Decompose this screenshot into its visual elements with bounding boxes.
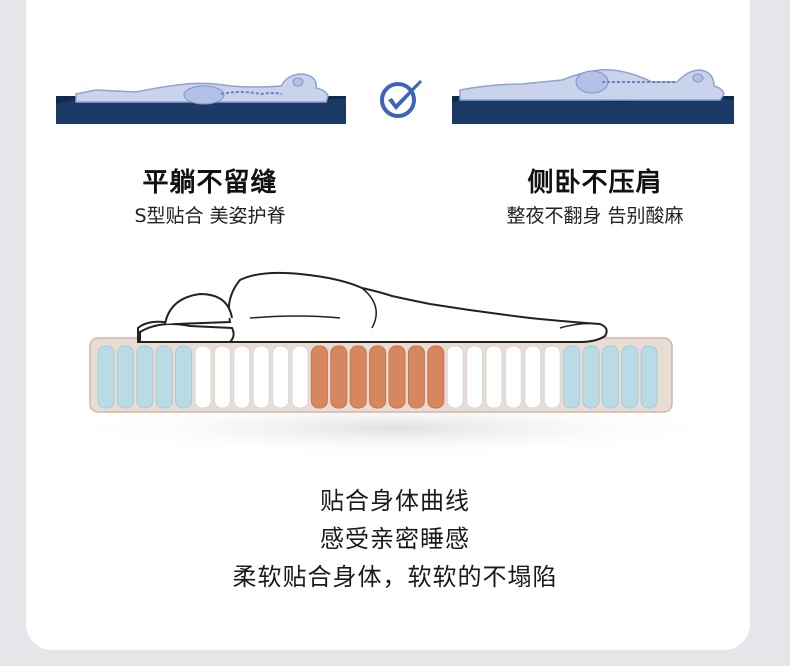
spring-coil	[504, 345, 522, 409]
spring-coil	[97, 345, 115, 409]
side-sleeping-person-on-spring-mattress-icon	[55, 271, 735, 458]
spring-coil	[601, 345, 619, 409]
spring-coil	[136, 345, 154, 409]
right-panel-subtitle: 整夜不翻身 告别酸麻	[506, 205, 684, 227]
spring-coil	[330, 345, 348, 409]
spring-coil	[194, 345, 212, 409]
spring-coil	[388, 345, 406, 409]
spring-coil	[485, 345, 503, 409]
left-panel-subtitle: S型贴合 美姿护脊	[134, 205, 286, 227]
spring-coil	[155, 345, 173, 409]
caption-line-3: 柔软贴合身体，软软的不塌陷	[232, 563, 558, 591]
spring-coil	[582, 345, 600, 409]
spring-coil	[272, 345, 290, 409]
checkmark-icon	[380, 80, 422, 118]
spring-coil	[524, 345, 542, 409]
spring-coil	[233, 345, 251, 409]
caption-line-2: 感受亲密睡感	[320, 525, 470, 553]
spring-coil	[621, 345, 639, 409]
spring-coil	[369, 345, 387, 409]
spring-coil	[543, 345, 561, 409]
spring-coil	[116, 345, 134, 409]
right-panel-title: 侧卧不压肩	[527, 168, 663, 198]
spring-coil	[310, 345, 328, 409]
spring-coil	[640, 345, 658, 409]
lying-flat-body-icon	[56, 73, 346, 124]
spring-coil	[563, 345, 581, 409]
spring-coil	[291, 345, 309, 409]
left-panel-title: 平躺不留缝	[142, 168, 278, 198]
spring-coil	[427, 345, 445, 409]
side-lying-body-icon	[452, 68, 734, 124]
spring-coil	[175, 345, 193, 409]
spring-coil	[446, 345, 464, 409]
spring-coil	[466, 345, 484, 409]
spring-coil	[252, 345, 270, 409]
spring-coil	[349, 345, 367, 409]
spring-coil	[213, 345, 231, 409]
caption-line-1: 贴合身体曲线	[320, 487, 470, 515]
spring-coil	[407, 345, 425, 409]
spring-coils	[97, 345, 658, 409]
